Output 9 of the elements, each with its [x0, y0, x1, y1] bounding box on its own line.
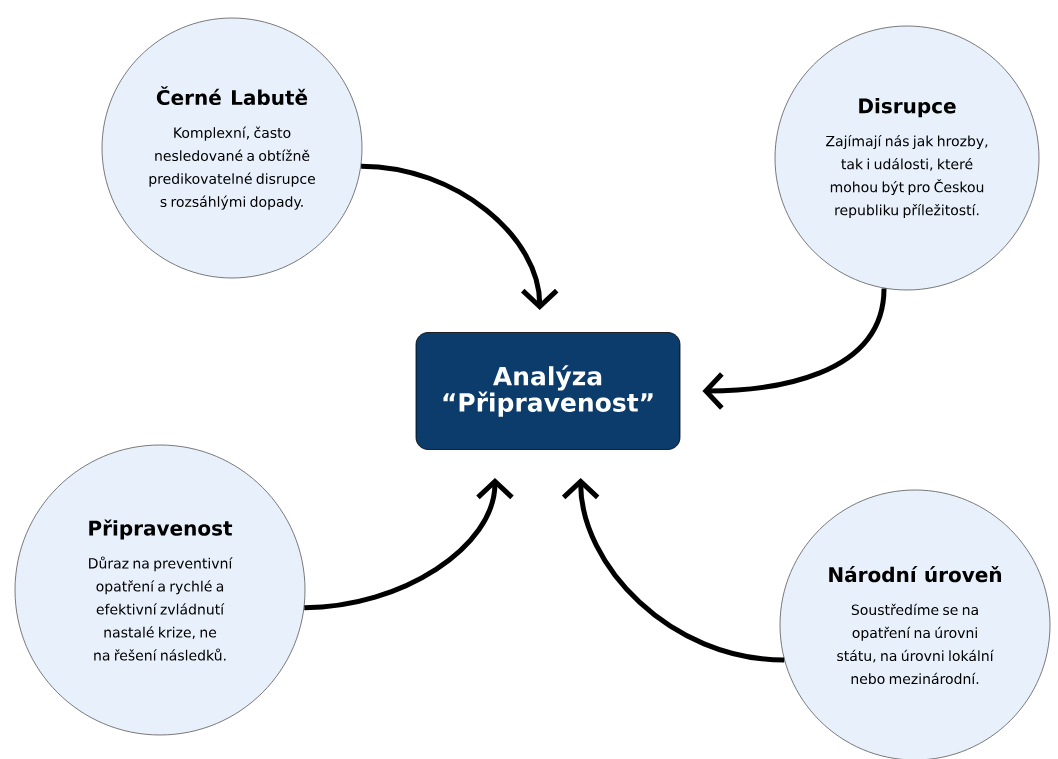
curved-arrow: [561, 477, 785, 663]
circle-node: Černé Labutě Komplexní, často nesledované a obtížně predikovatelné disrupce s rozsáhlými dopady.: [101, 17, 363, 279]
curved-arrow: [702, 288, 887, 410]
curved-arrow: [304, 477, 514, 611]
rounded-box: Analýza “Připravenost”: [415, 332, 681, 450]
curved-arrow: [361, 163, 559, 311]
circle-node: Národní úroveň Soustředíme se na opatření na úrovni státu, na úrovni lokální nebo mezinárodní.: [779, 489, 1051, 759]
circle-node: Připravenost Důraz na preventivní opatření a rychlé a efektivní zvládnutí nastalé krize, ne na řešení následků.: [14, 444, 306, 736]
circle-node: Disrupce Zajímají nás jak hrozby, tak i události, které mohou být pro Českou republiku příležitostí.: [774, 25, 1040, 291]
